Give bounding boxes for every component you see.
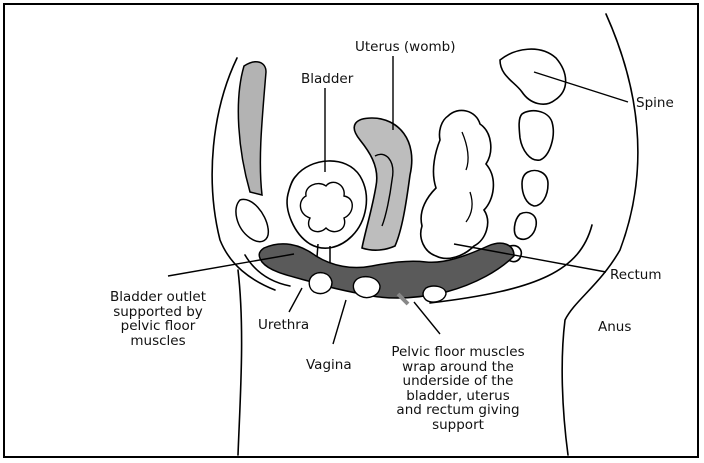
label-urethra: Urethra (258, 318, 309, 333)
vertebra-3 (514, 213, 536, 240)
vertebra-2 (522, 171, 548, 207)
label-spine: Spine (636, 96, 674, 111)
vaginal-opening (353, 277, 380, 298)
pubic-bone (236, 199, 268, 241)
leader-urethra (289, 288, 302, 312)
label-anus: Anus (598, 320, 631, 335)
vertebra-1 (519, 111, 553, 160)
thigh-outline (238, 270, 242, 455)
label-bladder-outlet: Bladder outlet supported by pelvic floor… (96, 290, 220, 348)
label-uterus: Uterus (womb) (355, 40, 455, 55)
label-bladder: Bladder (301, 72, 353, 87)
label-vagina: Vagina (306, 358, 352, 373)
back-body-outline (562, 14, 638, 455)
leader-vagina (333, 300, 346, 344)
abdominal-wall (238, 62, 266, 195)
label-rectum: Rectum (610, 268, 662, 283)
urethral-opening (309, 273, 332, 294)
anal-opening (423, 286, 446, 302)
rectum (421, 110, 494, 258)
pelvic-floor-muscles (259, 243, 514, 298)
label-pelvic-floor: Pelvic floor muscles wrap around the und… (374, 345, 542, 432)
spine-sacrum (500, 49, 566, 104)
leader-pelvic-floor (414, 302, 440, 334)
